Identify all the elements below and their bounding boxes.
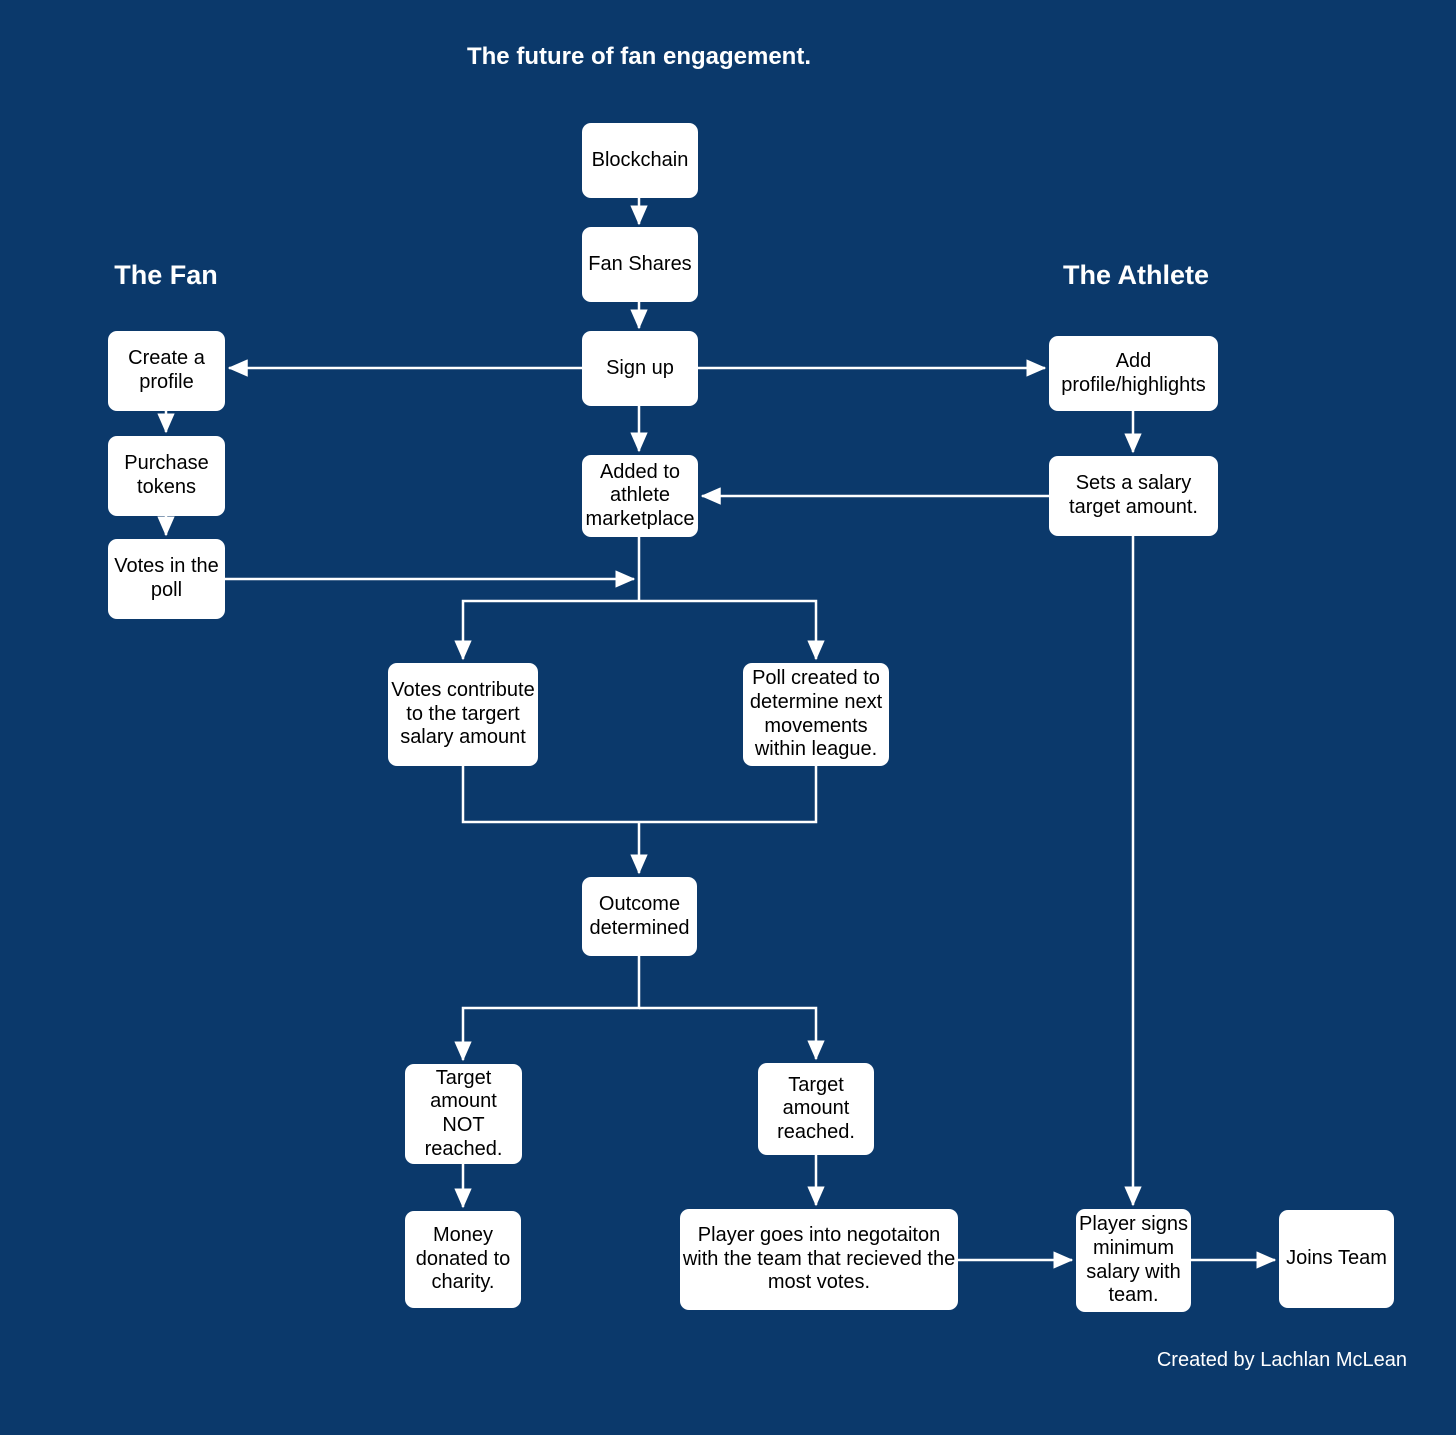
flow-node-poll-created: Poll created to determine next movements… [743,663,889,766]
edge-votes-contribute-to-outcome [461,766,639,824]
flow-node-sets-salary: Sets a salary target amount. [1049,456,1218,536]
flow-node-target-reached: Target amount reached. [758,1063,874,1155]
flow-node-blockchain: Blockchain [582,123,698,198]
flow-node-player-signs: Player signs minimum salary with team. [1076,1209,1191,1312]
flow-node-create-profile: Create a profile [108,331,225,411]
flow-node-outcome: Outcome determined [582,877,697,956]
flow-node-fan-shares: Fan Shares [582,227,698,302]
flow-node-purchase-tokens: Purchase tokens [108,436,225,516]
flow-node-joins-team: Joins Team [1279,1210,1394,1308]
edge-outcome-to-target-reached [639,1006,825,1061]
edge-marketplace-to-votes-contribute [454,599,639,661]
edge-marketplace-to-poll-created [639,599,825,661]
flow-node-votes-poll: Votes in the poll [108,539,225,619]
flow-node-add-profile: Add profile/highlights [1049,336,1218,411]
lane-header-fan: The Fan [114,260,218,290]
flow-node-marketplace: Added to athlete marketplace [582,455,698,537]
credit-text: Created by Lachlan McLean [1156,1349,1407,1371]
lane-header-athlete: The Athlete [1062,260,1209,290]
flow-node-votes-contribute: Votes contribute to the targert salary a… [388,663,538,766]
edge-outcome-to-target-not [454,956,641,1062]
edge-poll-created-to-outcome [639,766,818,824]
flow-node-negotiation: Player goes into negotaiton with the tea… [680,1209,958,1310]
diagram-title: The future of fan engagement. [466,43,811,70]
flow-node-sign-up: Sign up [582,331,698,406]
flow-node-money-charity: Money donated to charity. [405,1211,521,1308]
flow-node-target-not: Target amount NOT reached. [405,1064,522,1164]
